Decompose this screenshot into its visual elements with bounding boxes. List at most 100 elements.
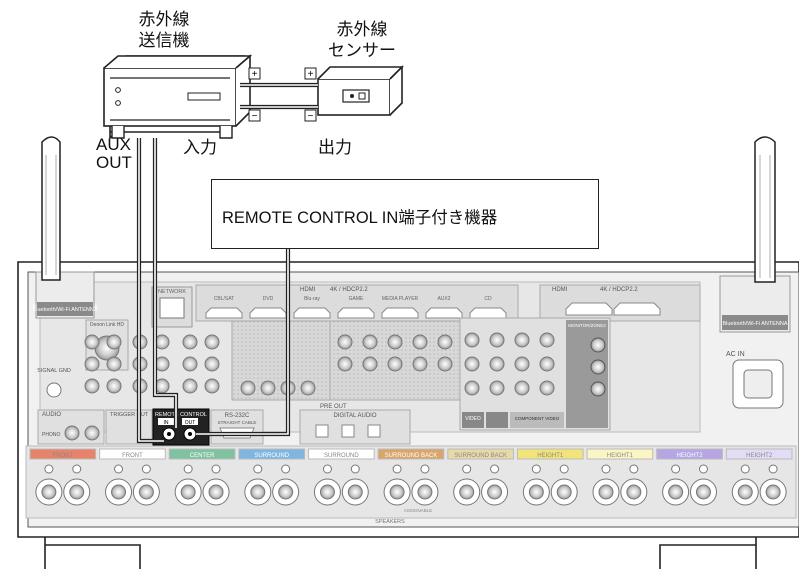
denon-link-label: Denon Link HD: [90, 322, 124, 328]
video-jack: [539, 356, 555, 372]
pre-out-jack: [240, 380, 256, 396]
remote-control-device-box: REMOTE CONTROL IN端子付き機器: [211, 179, 599, 249]
pre-out-label: PRE OUT: [320, 404, 347, 410]
rc-in-label: IN: [164, 420, 169, 426]
pre-out-jack: [300, 380, 316, 396]
polarity-mark: [281, 464, 291, 474]
speaker-group-label: SURROUND: [324, 453, 359, 459]
input-label: 入力: [183, 138, 217, 158]
speaker-terminal-knob: [417, 484, 433, 500]
hdmi-spec: 4K / HDCP2.2: [330, 287, 368, 293]
rca-jack: [204, 378, 220, 394]
rca-jack: [182, 378, 198, 394]
speaker-group-label: FRONT: [52, 453, 73, 459]
rx-plus: +: [308, 69, 314, 80]
speaker-terminal-knob: [389, 484, 405, 500]
speaker-terminal-knob: [319, 484, 335, 500]
pre-out-jack: [437, 334, 453, 350]
hdmi-input-port: [337, 307, 375, 319]
speaker-group-header: [308, 448, 375, 460]
speaker-group-header: [29, 448, 97, 460]
polarity-mark: [671, 464, 681, 474]
pre-out-jack: [387, 334, 403, 350]
polarity-mark: [420, 464, 430, 474]
speaker-group-label: HEIGHT2: [677, 453, 704, 459]
transmitter-label-line1: 赤外線: [138, 10, 190, 30]
video-jack: [514, 332, 530, 348]
hdmi-out-label: HDMI: [552, 287, 568, 293]
tx-plus: +: [252, 69, 258, 80]
pre-out-jack: [337, 356, 353, 372]
speaker-group-header: [99, 448, 166, 460]
video-label: VIDEO: [465, 416, 481, 422]
hdmi-input-port: [425, 307, 463, 319]
speaker-terminal-knob: [598, 484, 614, 500]
hdmi-input-port: [469, 307, 507, 319]
video-jack: [464, 380, 480, 396]
straight-cable-label: STRAIGHT CABLE: [218, 420, 257, 425]
sensor-label-line1: 赤外線: [336, 20, 388, 40]
speaker-terminal-knob: [138, 484, 154, 500]
digital-audio-label: DIGITAL AUDIO: [333, 413, 376, 419]
hdmi-input-label: MEDIA PLAYER: [382, 296, 419, 302]
speakers-label: SPEAKERS: [375, 519, 405, 525]
speaker-group-header: [447, 448, 514, 460]
network-label: NETWORK: [158, 289, 186, 295]
polarity-mark: [322, 464, 332, 474]
speaker-terminal-knob: [250, 484, 266, 500]
sensor-wires: [240, 82, 318, 110]
pre-out-jack: [387, 356, 403, 372]
rca-jack: [106, 334, 122, 350]
hdmi-input-label: CBL/SAT: [214, 296, 234, 302]
video-jacks: [464, 332, 555, 396]
speaker-group-header: [168, 448, 236, 460]
polarity-mark: [490, 464, 500, 474]
speaker-terminal-knob: [556, 484, 572, 500]
rca-jack: [182, 334, 198, 350]
speaker-terminal-knob: [626, 484, 642, 500]
speaker-terminal-knob: [278, 484, 294, 500]
speaker-terminal-knob: [737, 484, 753, 500]
pre-out-jack: [362, 334, 378, 350]
aux-out-label: AUX OUT: [96, 136, 132, 172]
polarity-mark: [114, 464, 124, 474]
polarity-mark: [531, 464, 541, 474]
polarity-mark: [559, 464, 569, 474]
speaker-group-label: SURROUND: [254, 453, 289, 459]
antenna-right-caption: Bluetooth/Wi-Fi ANTENNA: [722, 321, 787, 327]
hdmi-input-label: AUX2: [437, 296, 450, 302]
rx-minus: −: [308, 111, 314, 122]
video-jack: [489, 356, 505, 372]
video-jack: [489, 332, 505, 348]
polarity-mark: [629, 464, 639, 474]
polarity-mark: [768, 464, 778, 474]
video-jack: [464, 332, 480, 348]
sensor-label-line2: センサー: [328, 41, 396, 61]
antenna-right: [719, 136, 791, 333]
video-jack: [464, 356, 480, 372]
polarity-mark: [211, 464, 221, 474]
trigger-label: TRIGGER OUT: [110, 412, 149, 418]
speaker-terminal-knob: [111, 484, 127, 500]
speaker-group-label: HEIGHT2: [746, 453, 773, 459]
hdmi-input-label: Blu-ray: [304, 296, 320, 302]
speaker-terminal-knob: [180, 484, 196, 500]
video-jack: [539, 332, 555, 348]
video-jack: [514, 380, 530, 396]
remote-control-cables: [136, 138, 291, 444]
speaker-group-header: [656, 448, 723, 460]
hdmi-input-label: CD: [484, 296, 492, 302]
speaker-group-header: [238, 448, 306, 460]
ir-sensor: [317, 65, 404, 116]
rca-jack: [204, 334, 220, 350]
rca-jack: [84, 356, 100, 372]
antenna-left-caption: Bluetooth/Wi-Fi ANTENNA: [32, 307, 97, 313]
pre-out-jack: [337, 334, 353, 350]
hdmi-input-port: [249, 307, 287, 319]
speaker-terminal-knob: [459, 484, 475, 500]
antenna-left: [35, 136, 95, 319]
rca-jack: [106, 378, 122, 394]
pre-out-jack: [260, 380, 276, 396]
